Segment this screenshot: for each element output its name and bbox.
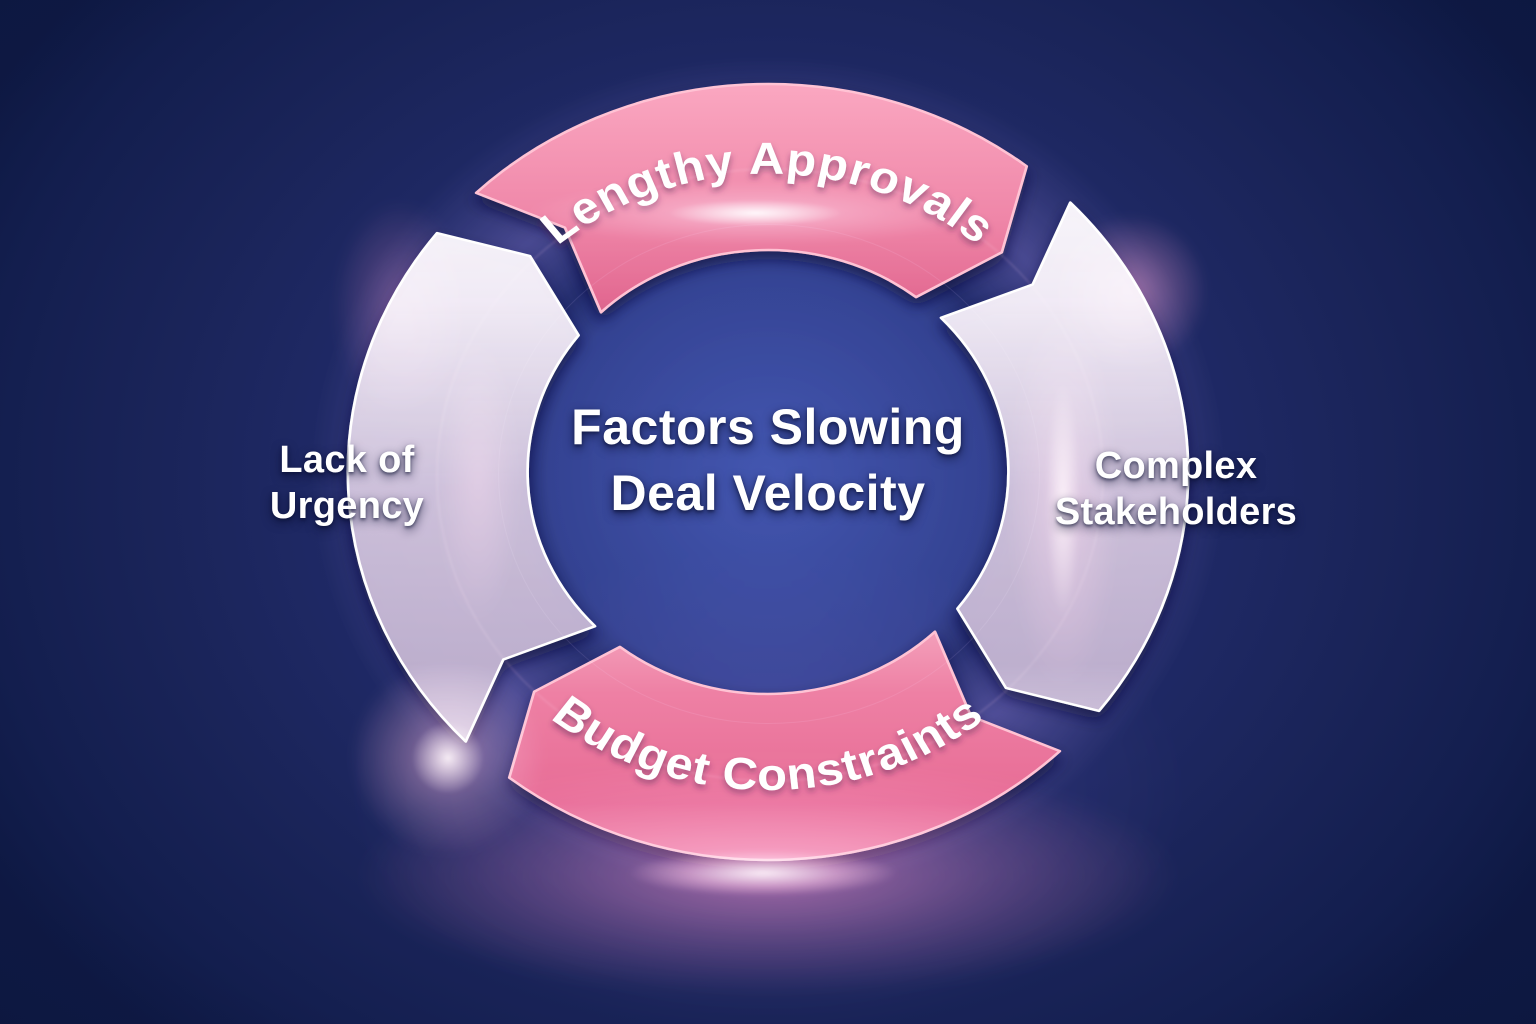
diagram-title-line2: Deal Velocity: [610, 465, 926, 521]
segment-label-right: Complex Stakeholders: [1054, 445, 1298, 533]
diagram-title: Factors Slowing Deal Velocity: [468, 394, 1068, 526]
diagram-title-line1: Factors Slowing: [571, 399, 965, 455]
segment-label-left: Lack of Urgency: [269, 439, 425, 527]
